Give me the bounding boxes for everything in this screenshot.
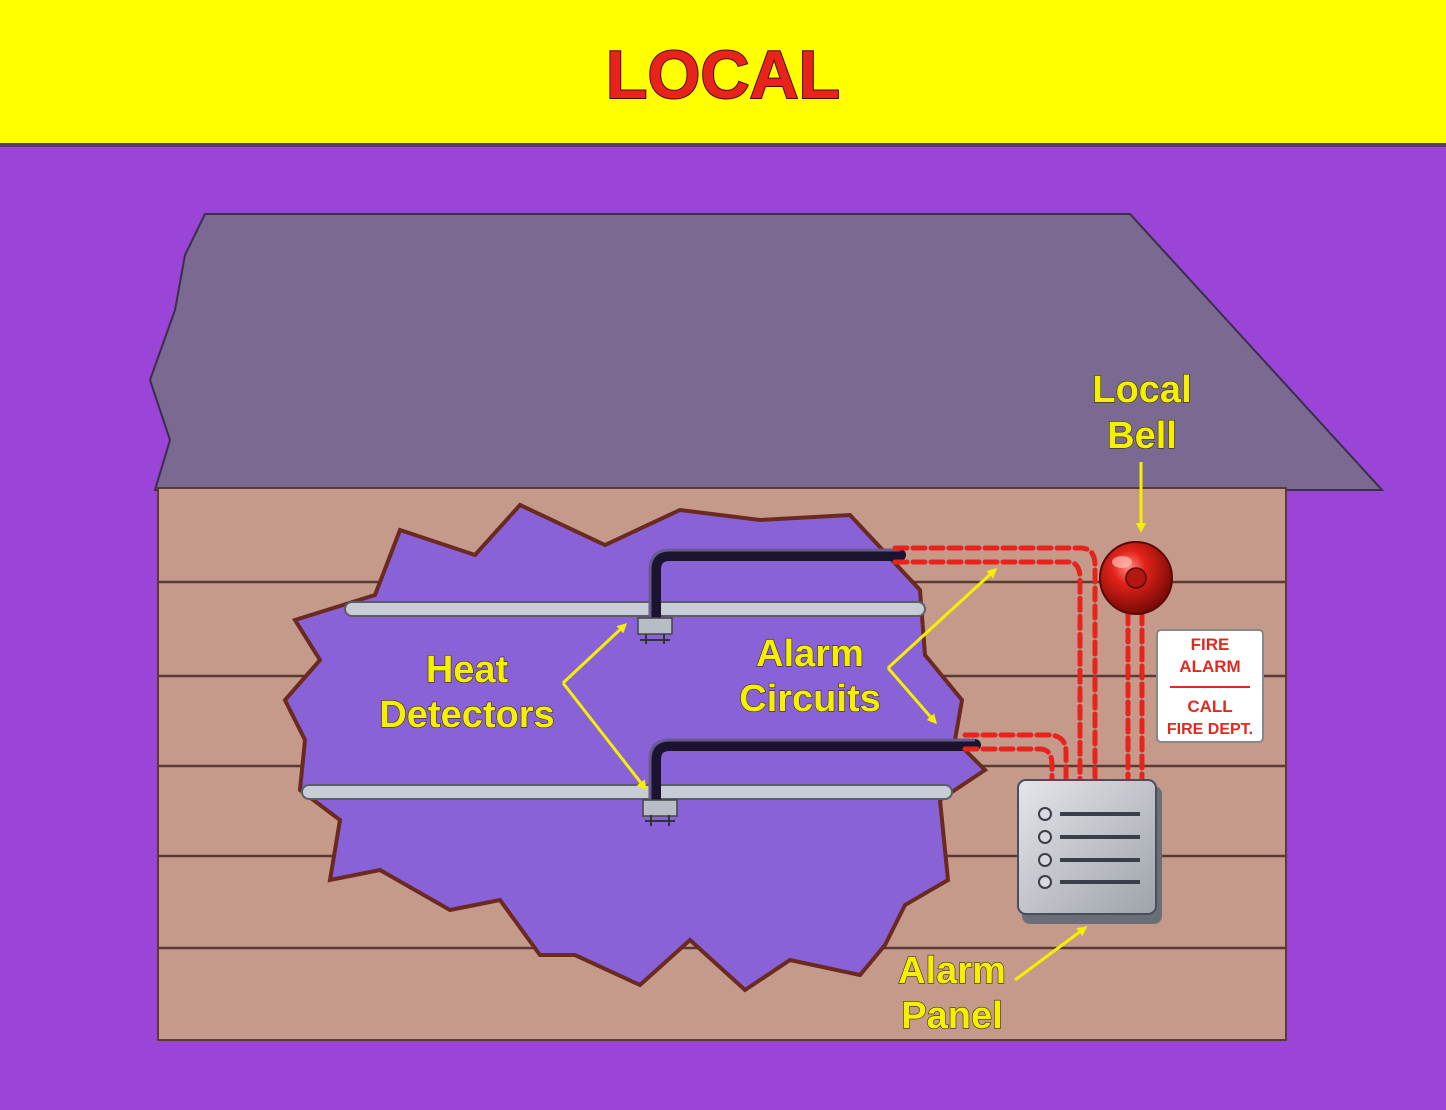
pipes [301, 601, 953, 800]
conduit [649, 549, 981, 811]
svg-text:Alarm: Alarm [756, 633, 864, 675]
sign-line-3: CALL [1187, 697, 1232, 716]
header-divider [0, 143, 1446, 147]
heat-detector-2 [642, 799, 678, 826]
wall-cutaway [282, 502, 989, 993]
arrow-heat-detector-1 [561, 622, 628, 685]
svg-text:Circuits: Circuits [739, 678, 880, 720]
svg-text:Local: Local [1092, 369, 1191, 411]
fire-alarm-sign: FIRE ALARM CALL FIRE DEPT. [1156, 629, 1264, 743]
heat-detector-1 [637, 617, 673, 644]
svg-text:Detectors: Detectors [379, 694, 554, 736]
alarm-panel [1017, 779, 1162, 924]
header-band [0, 0, 1446, 146]
label-alarm-panel: Alarm Panel [898, 949, 1007, 1037]
arrow-alarm-circuits-1 [886, 567, 998, 670]
sign-line-4: FIRE DEPT. [1167, 721, 1253, 738]
alarm-circuits-wiring [892, 545, 1145, 785]
label-heat-detectors: Heat Detectors [379, 648, 555, 736]
arrow-alarm-circuits-2 [886, 667, 937, 725]
callout-arrows [561, 462, 1146, 982]
label-alarm-circuits: Alarm Circuits [739, 632, 882, 720]
svg-text:Panel: Panel [901, 995, 1002, 1037]
arrow-heat-detector-2 [561, 682, 647, 791]
local-bell [1099, 541, 1173, 615]
svg-text:Bell: Bell [1107, 415, 1177, 457]
page-title: LOCAL [606, 37, 840, 113]
arrow-alarm-panel [1014, 926, 1088, 982]
sign-line-1: FIRE [1191, 635, 1230, 654]
conduit-highlight [648, 548, 975, 805]
label-local-bell: Local Bell [1092, 368, 1192, 457]
sign-line-2: ALARM [1179, 657, 1240, 676]
roof [148, 213, 1385, 491]
svg-text:Heat: Heat [426, 649, 509, 691]
svg-text:Alarm: Alarm [898, 950, 1006, 992]
